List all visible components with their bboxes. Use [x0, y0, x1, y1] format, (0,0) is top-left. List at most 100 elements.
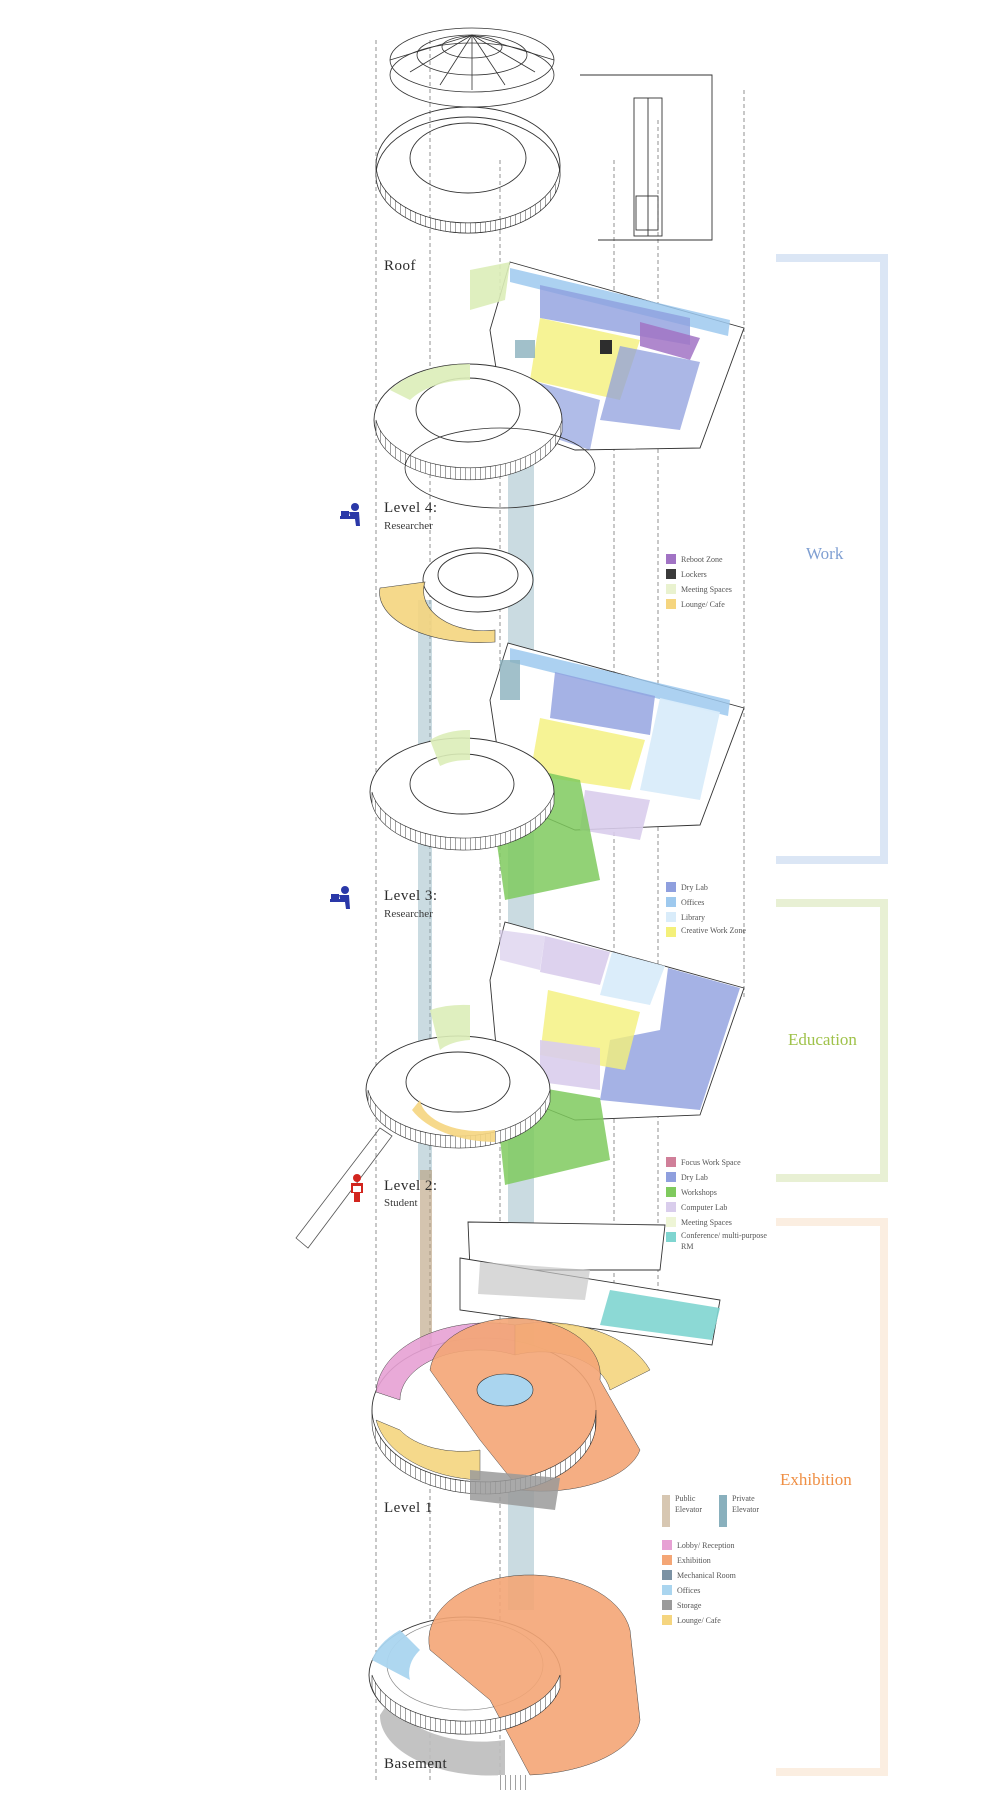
- legend-label: Workshops: [681, 1188, 717, 1197]
- student-level2-icon: [344, 1173, 370, 1202]
- category-brackets: [776, 254, 888, 1776]
- legend-item: Storage: [662, 1598, 736, 1613]
- legend-item: Private Elevator: [719, 1493, 772, 1527]
- legend-level2: Focus Work Space Dry Lab Workshops Compu…: [666, 1155, 771, 1254]
- legend-item: Dry Lab: [666, 880, 771, 895]
- legend-item: Lounge/ Cafe: [666, 597, 732, 612]
- legend-swatch: [666, 1217, 676, 1227]
- legend-item: Library: [666, 910, 771, 925]
- legend-label: Lounge/ Cafe: [681, 600, 725, 609]
- legend-swatch: [719, 1495, 727, 1527]
- legend-label: Focus Work Space: [681, 1158, 741, 1167]
- legend-item: Computer Lab: [666, 1200, 771, 1215]
- legend-label: Meeting Spaces: [681, 1218, 732, 1227]
- legend-swatch: [666, 882, 676, 892]
- legend-swatch: [666, 1172, 676, 1182]
- legend-swatch: [666, 1157, 676, 1167]
- legend-label: Private Elevator: [732, 1494, 760, 1514]
- legend-level1: Lobby/ Reception Exhibition Mechanical R…: [662, 1538, 736, 1628]
- level3-ring: [369, 729, 555, 851]
- level4-ring: [373, 363, 596, 509]
- legend-label: Conference/ multi-purpose RM: [681, 1231, 767, 1251]
- legend-swatch: [666, 584, 676, 594]
- level2-plan: [489, 921, 745, 1185]
- legend-item: Meeting Spaces: [666, 582, 732, 597]
- category-education-label: Education: [788, 1030, 857, 1049]
- legend-swatch: [662, 1615, 672, 1625]
- legend-swatch: [662, 1600, 672, 1610]
- legend-swatch: [666, 569, 676, 579]
- work-bracket: [776, 254, 888, 864]
- legend-swatch: [666, 897, 676, 907]
- level4-subtitle: Researcher: [384, 520, 433, 532]
- level3-title: Level 3:: [384, 888, 438, 904]
- legend-label: Library: [681, 913, 705, 922]
- legend-swatch: [666, 1232, 676, 1242]
- legend-label: Meeting Spaces: [681, 585, 732, 594]
- legend-swatch: [662, 1585, 672, 1595]
- legend-swatch: [662, 1540, 672, 1550]
- researcher-level3-icon: [328, 885, 354, 911]
- legend-label: Dry Lab: [681, 883, 708, 892]
- legend-label: Exhibition: [677, 1556, 711, 1565]
- legend-item: Public Elevator: [662, 1493, 713, 1527]
- legend-item: Conference/ multi-purpose RM: [666, 1230, 771, 1254]
- legend-item: Creative Work Zone: [666, 925, 771, 949]
- legend-item: Offices: [662, 1583, 736, 1598]
- roof-dome: [389, 27, 555, 108]
- level-roof-title: Roof: [384, 258, 416, 274]
- level2-subtitle: Student: [384, 1197, 418, 1209]
- legend-label: Offices: [677, 1586, 701, 1595]
- legend-swatch: [662, 1555, 672, 1565]
- legend-item: Reboot Zone: [666, 552, 732, 567]
- legend-label: Storage: [677, 1601, 702, 1610]
- legend-label: Computer Lab: [681, 1203, 728, 1212]
- legend-swatch: [666, 599, 676, 609]
- researcher-level4-icon: [338, 502, 364, 528]
- category-exhibition-label: Exhibition: [780, 1470, 852, 1489]
- legend-item: Lockers: [666, 567, 732, 582]
- legend-label: Offices: [681, 898, 705, 907]
- roof-ring-hatch: [375, 164, 561, 234]
- legend-label: Mechanical Room: [677, 1571, 736, 1580]
- legend-item: Mechanical Room: [662, 1568, 736, 1583]
- legend-item: Workshops: [666, 1185, 771, 1200]
- level2-title: Level 2:: [384, 1178, 438, 1194]
- legend-label: Public Elevator: [675, 1494, 703, 1514]
- level2-ring: [365, 1004, 551, 1149]
- legend-swatch: [666, 927, 676, 937]
- legend-item: Dry Lab: [666, 1170, 771, 1185]
- legend-level4: Reboot Zone Lockers Meeting Spaces Loung…: [666, 552, 732, 612]
- legend-item: Lobby/ Reception: [662, 1538, 736, 1553]
- legend-item: Exhibition: [662, 1553, 736, 1568]
- roof-tower: [580, 74, 713, 241]
- legend-item: Focus Work Space: [666, 1155, 771, 1170]
- legend-item: Offices: [666, 895, 771, 910]
- legend-label: Dry Lab: [681, 1173, 708, 1182]
- legend-swatch: [666, 1202, 676, 1212]
- level3-subtitle: Researcher: [384, 908, 433, 920]
- category-work-label: Work: [806, 544, 844, 563]
- basement-title: Basement: [384, 1756, 448, 1772]
- legend-swatch: [666, 912, 676, 922]
- legend-label: Reboot Zone: [681, 555, 723, 564]
- legend-level3: Dry Lab Offices Library Creative Work Zo…: [666, 880, 771, 949]
- legend-label: Lobby/ Reception: [677, 1541, 735, 1550]
- legend-label: Creative Work Zone: [681, 926, 746, 935]
- exhibition-bracket: [776, 1218, 888, 1776]
- level1-ring: [371, 1317, 651, 1510]
- legend-level1-elevators: Public Elevator Private Elevator: [662, 1493, 772, 1527]
- legend-swatch: [662, 1570, 672, 1580]
- education-bracket: [776, 899, 888, 1182]
- legend-item: Meeting Spaces: [666, 1215, 771, 1230]
- basement-plan: [368, 1574, 641, 1790]
- legend-swatch: [666, 554, 676, 564]
- mezzanine-cafe: [379, 547, 534, 643]
- level1-annex: [459, 1221, 721, 1346]
- level2-bridge: [295, 1127, 393, 1249]
- legend-label: Lounge/ Cafe: [677, 1616, 721, 1625]
- legend-item: Lounge/ Cafe: [662, 1613, 736, 1628]
- legend-swatch: [662, 1495, 670, 1527]
